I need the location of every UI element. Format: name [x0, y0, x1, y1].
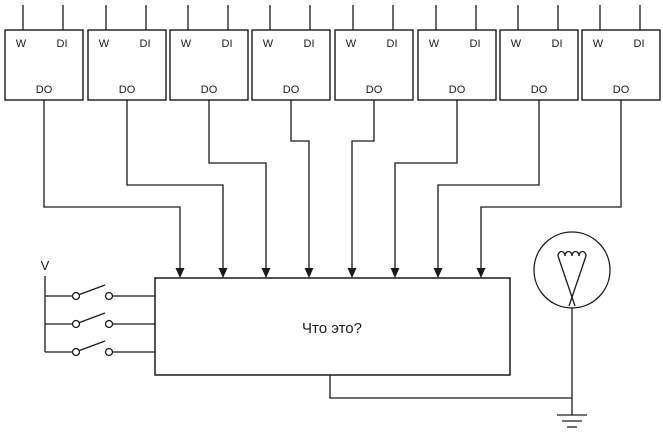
- cell-block-body: [169, 29, 249, 101]
- cell-block-5: W DI DO: [334, 5, 414, 278]
- cell-block-7: W DI DO: [433, 5, 579, 278]
- do-label: DO: [531, 84, 548, 96]
- cell-block-body: [87, 29, 167, 101]
- arrowhead-icon: [261, 268, 271, 278]
- cell-block-2: W DI DO: [87, 5, 228, 278]
- cell-block-1: W DI DO: [4, 5, 185, 278]
- main-box-body: [154, 277, 511, 376]
- cell-block-body: [499, 29, 579, 101]
- switch-2: [45, 312, 155, 329]
- switch-contact: [104, 319, 114, 329]
- output-lamp-circuit: [329, 231, 611, 428]
- arrowhead-icon: [218, 268, 228, 278]
- w-label: W: [593, 38, 604, 50]
- arrowhead-icon: [175, 268, 185, 278]
- arrowhead-icon: [476, 268, 486, 278]
- switch-blade: [79, 340, 106, 352]
- cell-block-6: W DI DO: [390, 5, 497, 278]
- cell-block-body: [417, 29, 497, 101]
- ground-icon: [557, 414, 587, 428]
- cell-block-8: W DI DO: [476, 5, 661, 278]
- do-label: DO: [366, 84, 383, 96]
- lamp-icon: [533, 231, 611, 309]
- do-wire: [480, 100, 622, 269]
- do-wire: [290, 100, 310, 269]
- di-label: DI: [304, 38, 315, 50]
- do-wire: [208, 100, 267, 269]
- di-label: DI: [140, 38, 151, 50]
- cell-block-4: W DI DO: [251, 5, 331, 278]
- do-label: DO: [283, 84, 300, 96]
- switch-contact: [71, 319, 81, 329]
- w-label: W: [429, 38, 440, 50]
- w-label: W: [16, 38, 27, 50]
- arrowhead-icon: [304, 268, 314, 278]
- w-label: W: [511, 38, 522, 50]
- di-label: DI: [57, 38, 68, 50]
- cell-block-body: [581, 29, 661, 101]
- power-switch-bank: V: [41, 258, 155, 357]
- switch-3: [45, 340, 155, 357]
- switch-1: [45, 284, 155, 301]
- do-label: DO: [449, 84, 466, 96]
- di-label: DI: [634, 38, 645, 50]
- switch-contact: [71, 347, 81, 357]
- do-wire: [126, 100, 224, 269]
- cell-block-body: [251, 29, 331, 101]
- switch-contact: [104, 347, 114, 357]
- arrowhead-icon: [433, 268, 443, 278]
- w-label: W: [263, 38, 274, 50]
- voltage-label: V: [41, 258, 50, 273]
- w-label: W: [99, 38, 110, 50]
- arrowhead-icon: [390, 268, 400, 278]
- do-label: DO: [36, 84, 53, 96]
- w-label: W: [181, 38, 192, 50]
- switch-blade: [79, 312, 106, 324]
- switch-contact: [104, 291, 114, 301]
- di-label: DI: [222, 38, 233, 50]
- do-wire: [437, 100, 540, 269]
- question-label: Что это?: [302, 320, 362, 337]
- di-label: DI: [552, 38, 563, 50]
- cell-block-body: [4, 29, 84, 101]
- lamp-filament: [557, 250, 587, 257]
- do-wire: [351, 100, 375, 269]
- di-label: DI: [470, 38, 481, 50]
- do-label: DO: [613, 84, 630, 96]
- do-label: DO: [119, 84, 136, 96]
- main-question-box: Что это?: [154, 277, 511, 376]
- w-label: W: [346, 38, 357, 50]
- do-label: DO: [201, 84, 218, 96]
- do-wire: [43, 100, 181, 269]
- switch-contact: [71, 291, 81, 301]
- do-wire: [394, 100, 458, 269]
- lamp-stem: [568, 255, 587, 307]
- arrowhead-icon: [347, 268, 357, 278]
- di-label: DI: [387, 38, 398, 50]
- switch-blade: [79, 284, 106, 296]
- cell-block-3: W DI DO: [169, 5, 271, 278]
- output-wire: [329, 375, 572, 399]
